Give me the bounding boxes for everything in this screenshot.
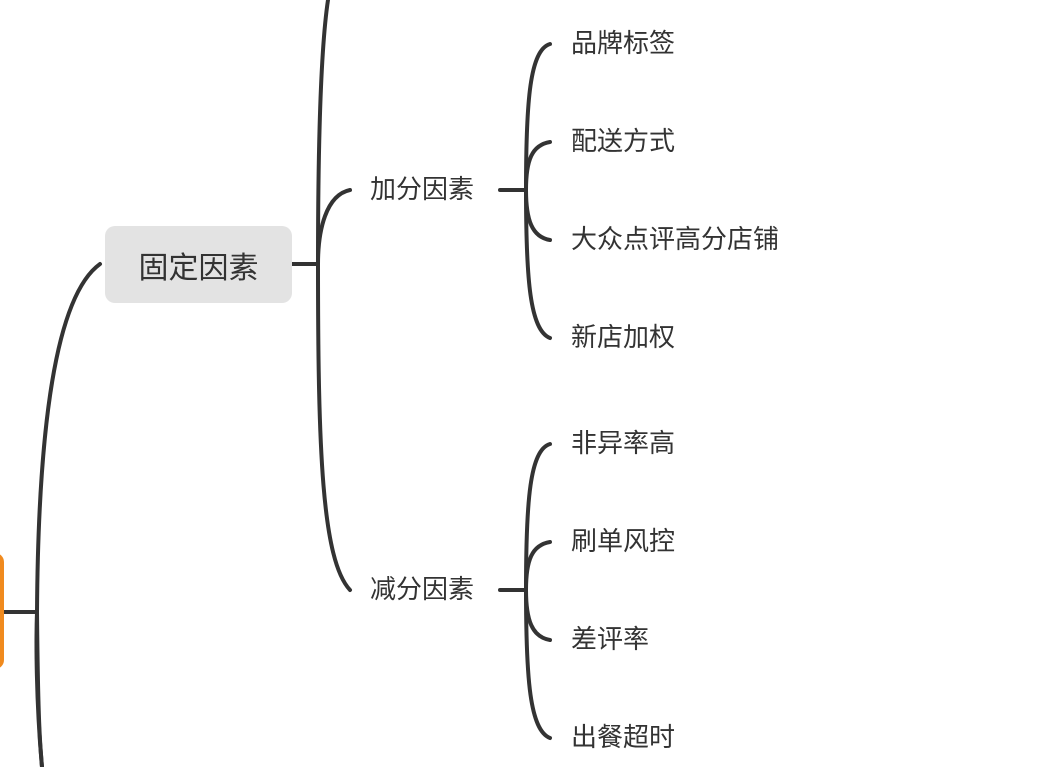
connector-jiafen-leaf-2 — [524, 140, 552, 192]
branch-node-jianfen[interactable]: 减分因素 — [370, 577, 474, 603]
leaf-node[interactable]: 刷单风控 — [571, 529, 675, 555]
leaf-label: 品牌标签 — [571, 29, 676, 59]
leaf-node[interactable]: 出餐超时 — [571, 725, 675, 751]
leaf-label: 出餐超时 — [571, 723, 676, 753]
branch-node-jiafen[interactable]: 加分因素 — [370, 177, 474, 203]
connector-jianfen-leaf-3 — [524, 588, 552, 642]
connector-trunk-upper-exit — [35, 610, 44, 767]
connector-jianfen-leaf-4 — [524, 588, 552, 740]
connector-jiafen-leaf-4 — [524, 188, 552, 340]
leaf-label: 差评率 — [571, 625, 650, 655]
main-topic-node[interactable]: 固定因素 — [105, 226, 292, 303]
connector-jianfen-leaf-2 — [524, 540, 552, 592]
leaf-node[interactable]: 大众点评高分店铺 — [571, 227, 779, 253]
leaf-node[interactable]: 差评率 — [571, 627, 649, 653]
main-topic-label: 固定因素 — [138, 250, 259, 286]
connector-jiafen-leaf-1 — [524, 42, 552, 192]
leaf-label: 配送方式 — [571, 127, 676, 157]
connector-main-to-jianfen — [316, 262, 352, 592]
leaf-node[interactable]: 配送方式 — [571, 129, 675, 155]
leaf-label: 大众点评高分店铺 — [571, 225, 780, 255]
leaf-label: 刷单风控 — [571, 527, 676, 557]
branch-label: 加分因素 — [370, 175, 475, 205]
leaf-node[interactable]: 非异率高 — [571, 431, 675, 457]
leaf-node[interactable]: 品牌标签 — [571, 31, 675, 57]
root-topic-edge[interactable] — [0, 553, 4, 669]
leaf-label: 非异率高 — [571, 429, 676, 459]
leaf-label: 新店加权 — [571, 323, 676, 353]
connector-jianfen-leaf-1 — [524, 442, 552, 592]
connector-main-to-jiafen — [316, 188, 352, 266]
connector-jiafen-leaf-3 — [524, 188, 552, 242]
leaf-node[interactable]: 新店加权 — [571, 325, 675, 351]
branch-label: 减分因素 — [370, 575, 475, 605]
connector-main-up — [316, 0, 330, 266]
connector-root-trunk — [34, 262, 102, 767]
